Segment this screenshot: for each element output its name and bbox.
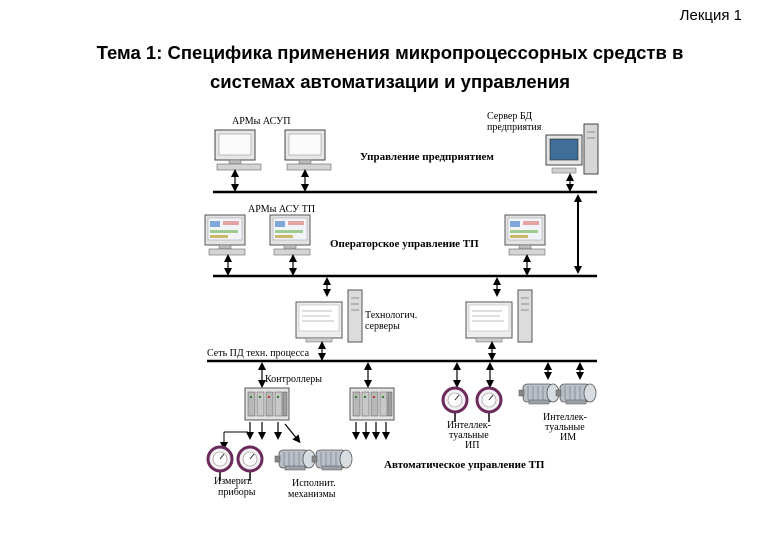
label-actuators-2: механизмы	[288, 489, 336, 500]
label-smart-ip-3: ИП	[465, 440, 479, 451]
asup-workstation-2	[284, 129, 332, 171]
title-line-2: системах автоматизации и управления	[209, 71, 570, 92]
label-smart-ip-2: туальные	[449, 430, 489, 441]
label-level-auto: Автоматическое управление ТП	[384, 459, 545, 471]
asup-workstation-1	[214, 129, 262, 171]
smart-actuator-2	[555, 383, 597, 405]
label-arms-asu-tp: АРМы АСУ ТП	[248, 204, 315, 215]
slide-title: Тема 1: Специфика применения микропроцес…	[40, 38, 740, 96]
tech-server-2	[465, 289, 533, 343]
asutp-workstation-1	[204, 214, 246, 256]
label-smart-im-2: туальные	[545, 422, 585, 433]
smart-actuator-1	[518, 383, 560, 405]
asutp-workstation-3	[504, 214, 546, 256]
actuator-1	[274, 449, 316, 471]
label-tech-servers-2: серверы	[365, 321, 400, 332]
label-measuring-1: Измерит.	[214, 476, 252, 487]
label-tech-servers-1: Технологич.	[365, 310, 417, 321]
label-controllers: Контроллеры	[265, 374, 322, 385]
label-measuring-2: приборы	[218, 487, 256, 498]
label-smart-ip-1: Интеллек-	[447, 420, 491, 431]
label-smart-im-1: Интеллек-	[543, 412, 587, 423]
actuator-2	[311, 449, 353, 471]
controller-1	[244, 387, 290, 421]
label-level-operator: Операторское управление ТП	[330, 238, 479, 250]
title-line-1: Тема 1: Специфика применения микропроцес…	[96, 42, 684, 63]
label-db-server-1: Сервер БД	[487, 111, 532, 122]
label-smart-im-3: ИМ	[560, 432, 576, 443]
tech-server-1	[295, 289, 363, 343]
slide-number: Лекция 1	[679, 7, 742, 24]
label-level-enterprise: Управление предприятием	[360, 151, 494, 163]
smart-sensor-2	[475, 386, 503, 424]
label-db-server-2: предприятия	[487, 122, 542, 133]
db-server	[545, 123, 599, 175]
asutp-workstation-2	[269, 214, 311, 256]
label-arms-asup: АРМы АСУП	[232, 116, 290, 127]
smart-sensor-1	[441, 386, 469, 424]
label-process-network: Сеть ПД техн. процесса	[207, 348, 310, 359]
label-actuators-1: Исполнит.	[292, 478, 336, 489]
controller-2	[349, 387, 395, 421]
